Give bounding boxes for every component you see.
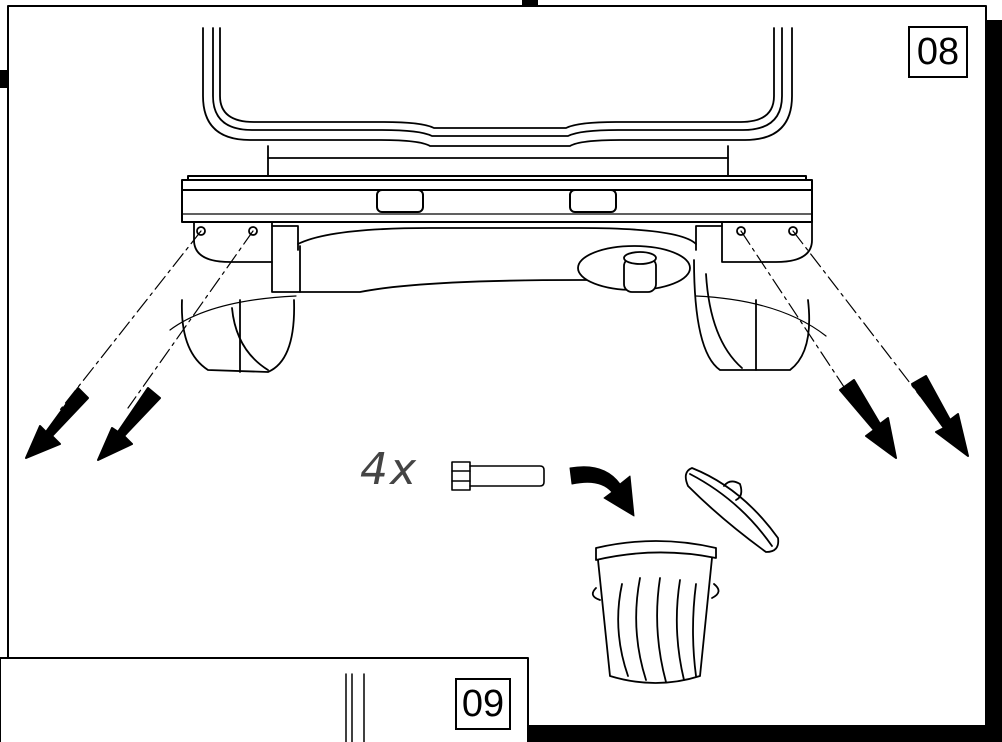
handle-frame (202, 27, 793, 177)
panel-09 (0, 657, 529, 742)
arrow-icon (25, 375, 969, 461)
bolt-icon (451, 461, 545, 491)
quantity-label: 4x (360, 444, 419, 495)
curved-arrow-icon (569, 466, 635, 517)
trash-bin-icon (591, 467, 780, 684)
step-number-08: 08 (908, 26, 968, 78)
right-caster (693, 221, 813, 371)
step-number-09: 09 (455, 678, 511, 730)
dashed-guides (59, 230, 921, 411)
panel-08-frame (7, 5, 987, 727)
base-body (271, 227, 697, 293)
floor-lines (169, 295, 827, 337)
